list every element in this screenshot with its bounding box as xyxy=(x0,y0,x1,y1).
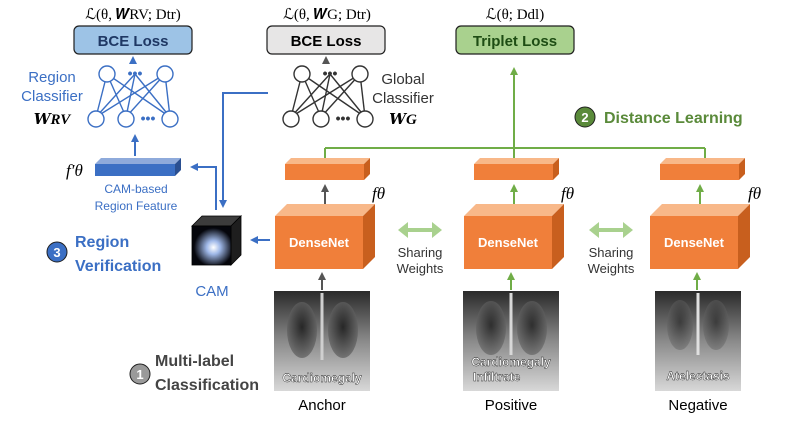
f-theta-positive: fθ xyxy=(561,184,574,203)
step-3-region-verification: 3 Region Verification xyxy=(46,234,161,275)
xray-negative-tag-1: Atelectasis xyxy=(666,369,730,383)
sharing-weights-1: Sharing Weights xyxy=(397,222,444,276)
sharing-weights-1-line1: Sharing xyxy=(398,245,443,260)
step-3-number: 3 xyxy=(53,245,60,260)
triplet-loss-formula: ℒ(θ; Ddl) xyxy=(486,7,544,23)
global-bce-loss-box xyxy=(266,25,386,55)
feature-positive xyxy=(474,158,559,180)
arrow-global-classifier-to-cam xyxy=(219,92,268,208)
xray-negative: Atelectasis xyxy=(655,291,741,391)
triplet-loss-box xyxy=(455,25,575,55)
xray-positive-tag-1: Cardiomegaly xyxy=(471,355,551,369)
triplet-loss: ℒ(θ; Ddl) Triplet Loss xyxy=(455,7,575,55)
sharing-weights-2-line2: Weights xyxy=(588,261,635,276)
global-bce-loss: ℒ(θ, 𝑾G; Dtr) BCE Loss xyxy=(266,7,386,55)
step-1-multilabel: 1 Multi-label Classification xyxy=(129,353,259,394)
cam-feature-line2: Region Feature xyxy=(95,199,178,213)
step-3-badge xyxy=(46,241,68,263)
sharing-weights-2-line1: Sharing xyxy=(589,245,634,260)
triplet-loss-label: Triplet Loss xyxy=(473,33,557,50)
global-classifier-dots-bottom: ••• xyxy=(336,110,351,126)
region-classifier-dots-top: ••• xyxy=(128,65,143,81)
sharing-weights-2: Sharing Weights xyxy=(588,222,635,276)
cam-label: CAM xyxy=(195,283,228,300)
step-2-number: 2 xyxy=(581,110,588,125)
feature-anchor xyxy=(285,158,370,180)
densenet-anchor-label: DenseNet xyxy=(289,235,350,250)
region-bce-loss-label: BCE Loss xyxy=(98,33,169,50)
densenet-negative-label: DenseNet xyxy=(664,235,725,250)
global-bce-loss-label: BCE Loss xyxy=(291,33,362,50)
global-loss-formula: ℒ(θ, 𝑾G; Dtr) xyxy=(283,7,371,23)
step-2-distance-learning: 2 Distance Learning xyxy=(574,106,743,128)
densenet-positive-label: DenseNet xyxy=(478,235,539,250)
global-classifier-network xyxy=(282,65,374,128)
caption-negative: Negative xyxy=(668,397,727,414)
global-classifier-dots-top: ••• xyxy=(323,65,338,81)
global-classifier-line1: Global xyxy=(381,71,424,88)
region-classifier-line2: Classifier xyxy=(21,88,83,105)
xray-anchor-tag-1: Cardiomegaly xyxy=(282,371,362,385)
densenet-negative: DenseNet xyxy=(650,204,750,269)
region-feature-slab xyxy=(95,158,181,176)
global-classifier-weight: 𝑾G xyxy=(389,112,417,128)
feature-negative xyxy=(660,158,745,180)
densenet-anchor: DenseNet xyxy=(275,204,375,269)
f-theta-anchor: fθ xyxy=(372,184,385,203)
step-1-badge xyxy=(129,363,151,385)
cam-cube xyxy=(191,215,242,266)
region-classifier-dots-bottom: ••• xyxy=(141,110,156,126)
region-classifier-weight: 𝑾RV xyxy=(34,112,73,128)
caption-anchor: Anchor xyxy=(298,397,346,414)
global-classifier-line2: Classifier xyxy=(372,90,434,107)
xray-anchor: Cardiomegaly xyxy=(274,291,370,391)
xray-positive: Cardiomegaly Infiltrate xyxy=(463,291,559,391)
region-bce-loss-box xyxy=(73,25,193,55)
step-3-line2: Verification xyxy=(75,258,161,275)
step-2-badge xyxy=(574,106,596,128)
region-loss-formula: ℒ(θ, 𝑾RV; Dtr) xyxy=(85,7,181,23)
f-theta-negative: fθ xyxy=(748,184,761,203)
region-classifier-network xyxy=(87,65,179,128)
region-classifier-line1: Region xyxy=(28,69,76,86)
densenet-positive: DenseNet xyxy=(464,204,564,269)
region-bce-loss: ℒ(θ, 𝑾RV; Dtr) BCE Loss xyxy=(73,7,193,55)
step-1-number: 1 xyxy=(136,367,143,382)
caption-positive: Positive xyxy=(485,397,538,414)
f-theta-prime: f′θ xyxy=(66,161,83,180)
cam-feature-line1: CAM-based xyxy=(104,182,167,196)
step-1-line2: Classification xyxy=(155,377,259,394)
step-2-label: Distance Learning xyxy=(604,110,743,127)
arrow-cam-to-region-feature xyxy=(190,163,217,210)
xray-positive-tag-2: Infiltrate xyxy=(473,370,521,384)
sharing-weights-1-line2: Weights xyxy=(397,261,444,276)
step-3-line1: Region xyxy=(75,234,129,251)
step-1-line1: Multi-label xyxy=(155,353,234,370)
